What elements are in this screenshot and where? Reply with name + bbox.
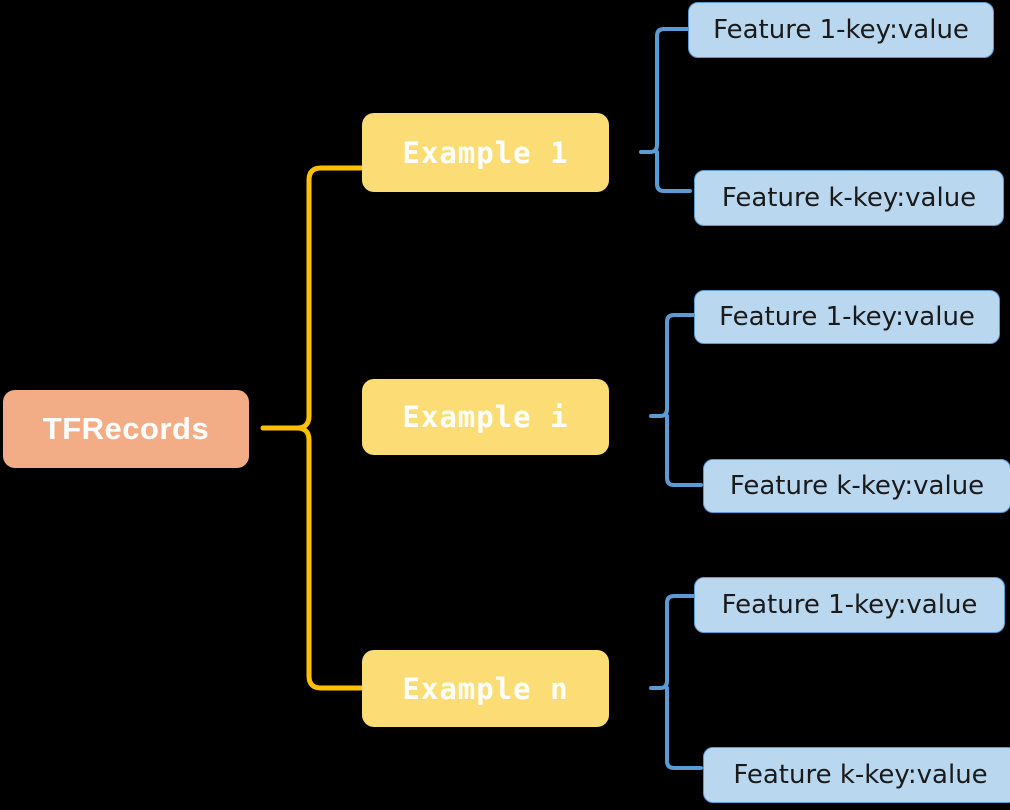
node-feature-n-1-label: Feature 1-key:value [721,590,978,620]
node-feature-1-k[interactable]: Feature k-key:value [694,170,1004,226]
node-example-n-label: Example n [402,671,569,706]
connector-example-n-bracket [609,585,704,795]
node-tfrecords[interactable]: TFRecords [3,390,249,468]
node-feature-i-1-label: Feature 1-key:value [719,302,975,332]
connector-example-i-bracket [609,300,704,510]
node-feature-n-k[interactable]: Feature k-key:value [703,747,1010,803]
connector-example-1-bracket [609,18,699,208]
connector-root-stub [249,415,309,445]
node-example-i-label: Example i [402,400,569,434]
node-feature-n-k-label: Feature k-key:value [733,760,988,790]
node-feature-1-1[interactable]: Feature 1-key:value [688,2,994,58]
node-feature-i-k-label: Feature k-key:value [729,471,985,501]
node-example-1[interactable]: Example 1 [362,113,609,192]
node-example-i[interactable]: Example i [362,379,609,455]
node-feature-1-k-label: Feature k-key:value [721,183,977,213]
node-feature-i-k[interactable]: Feature k-key:value [703,459,1010,513]
node-feature-i-1[interactable]: Feature 1-key:value [694,290,1000,344]
node-feature-1-1-label: Feature 1-key:value [713,15,969,45]
node-tfrecords-label: TFRecords [42,411,210,446]
node-feature-n-1[interactable]: Feature 1-key:value [694,577,1005,633]
node-example-1-label: Example 1 [402,135,569,170]
node-example-n[interactable]: Example n [362,650,609,727]
connector-root-bracket [294,160,370,700]
